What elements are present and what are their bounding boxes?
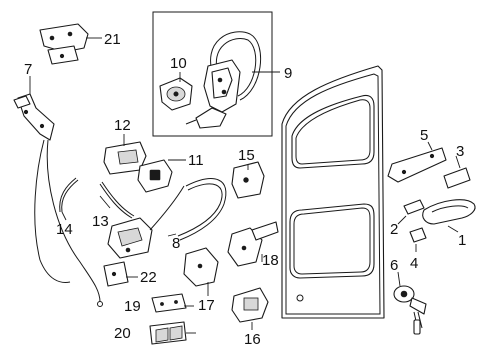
callout-19: 19 — [124, 298, 141, 315]
callout-16: 16 — [244, 331, 261, 348]
upper-striker — [231, 161, 265, 199]
control-cable — [99, 181, 135, 219]
callout-4: 4 — [410, 255, 418, 272]
rear-latch-assembly — [107, 178, 227, 259]
callout-22: 22 — [140, 269, 157, 286]
latch-bracket — [103, 261, 129, 287]
callout-17: 17 — [198, 297, 215, 314]
handle-escutcheon — [443, 167, 471, 189]
callout-12: 12 — [114, 117, 131, 134]
callout-10: 10 — [170, 55, 187, 72]
callout-13: 13 — [92, 213, 109, 230]
callout-2: 2 — [390, 221, 398, 238]
control-rod — [59, 177, 79, 213]
callout-18: 18 — [262, 252, 279, 269]
leader-lines — [29, 37, 461, 334]
sliding-door-panel — [281, 65, 385, 319]
striker-plate — [151, 293, 187, 313]
callout-6: 6 — [390, 257, 398, 274]
outside-handle-bracket — [387, 147, 447, 183]
callout-20: 20 — [114, 325, 131, 342]
callout-21: 21 — [104, 31, 121, 48]
callout-15: 15 — [238, 147, 255, 164]
lower-striker — [231, 287, 269, 323]
callout-5: 5 — [420, 127, 428, 144]
retaining-clip — [409, 227, 427, 243]
lock-housing — [137, 159, 173, 193]
callout-9: 9 — [284, 65, 292, 82]
handle-pad — [403, 199, 425, 215]
actuator-motor — [159, 77, 193, 111]
lock-actuator-assembly — [185, 31, 262, 129]
callout-8: 8 — [172, 235, 180, 252]
key-cylinder — [393, 285, 427, 335]
center-hinge-bracket — [183, 247, 219, 287]
callout-1: 1 — [458, 232, 466, 249]
callout-7: 7 — [24, 61, 32, 78]
outside-handle — [422, 199, 476, 225]
upper-roller-hinge — [39, 23, 89, 65]
callout-14: 14 — [56, 221, 73, 238]
callout-11: 11 — [188, 152, 204, 169]
center-roller-hinge — [227, 221, 279, 267]
shim-set — [149, 321, 187, 345]
callout-labels: 1 2 3 4 5 6 7 8 9 10 11 12 13 14 15 16 1… — [24, 31, 466, 348]
lower-hinge-arm — [13, 93, 103, 307]
inset-frame — [152, 11, 273, 137]
callout-3: 3 — [456, 143, 464, 160]
